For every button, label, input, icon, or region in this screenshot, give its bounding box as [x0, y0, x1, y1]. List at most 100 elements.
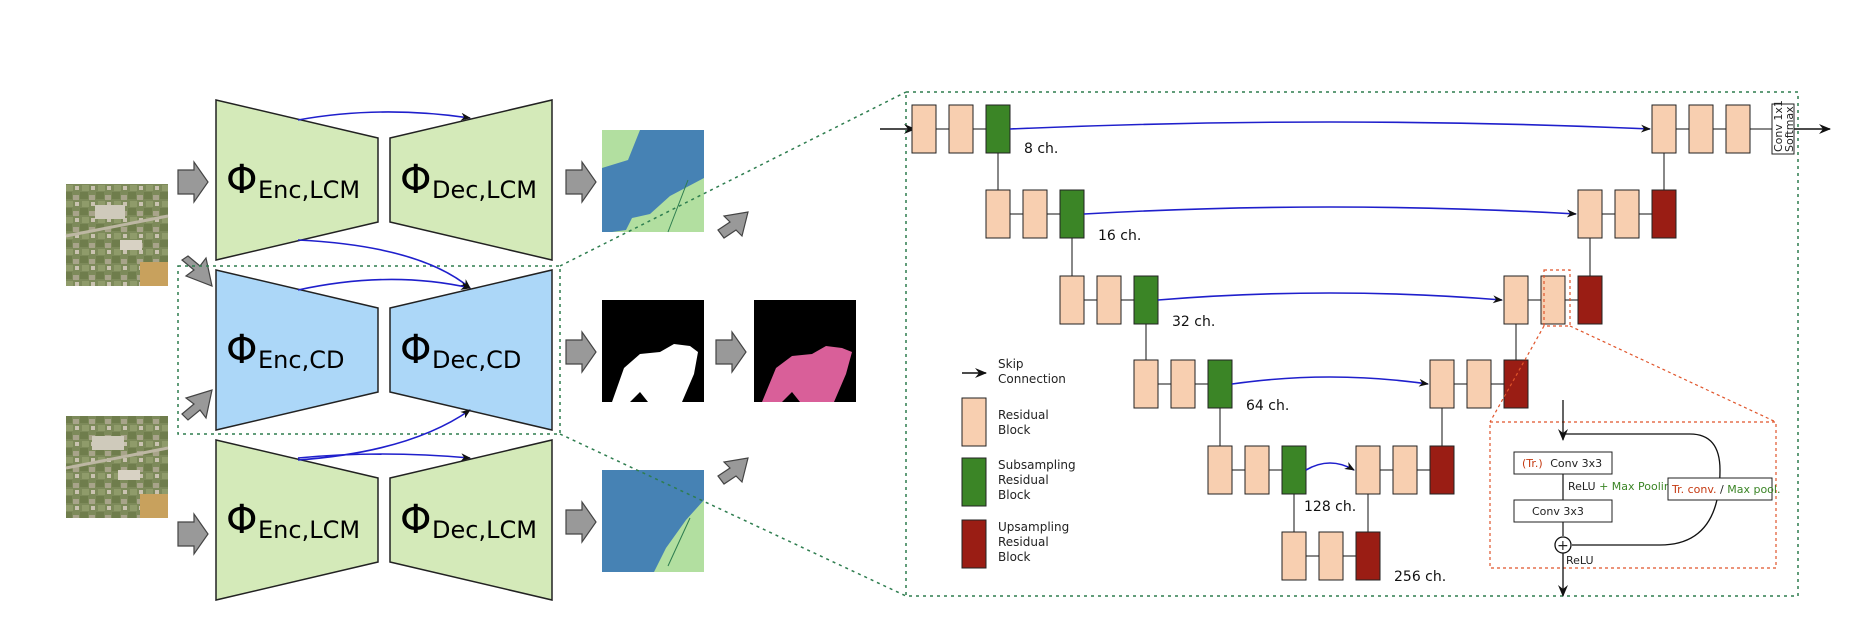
legend-up-1: Upsampling: [998, 520, 1069, 534]
enc-row-1-subsampling-block: [1059, 189, 1085, 239]
dec-row-2-residual-block: [1503, 275, 1529, 325]
input-arrow-mid-bottom: [181, 389, 213, 421]
dec-row-3-upsampling-block: [1503, 359, 1529, 409]
legend: Skip Connection Residual Block Subsampli…: [961, 357, 1076, 569]
dec-row-4-residual-block: [1355, 445, 1381, 495]
change-mask: [602, 300, 704, 402]
grey-arrows: [177, 160, 749, 556]
relu-bottom-label: ReLU: [1566, 554, 1594, 567]
legend-residual-1: Residual: [998, 408, 1049, 422]
channel-labels: 8 ch. 16 ch. 32 ch. 64 ch. 128 ch. 256 c…: [1024, 141, 1446, 585]
pool-label: + Max Pooling: [1599, 480, 1678, 493]
ch-label-32: 32 ch.: [1172, 314, 1215, 330]
svg-text:ReLU + Max Pooling: ReLU + Max Pooling: [1568, 480, 1678, 493]
output-arrow-mid: [565, 330, 597, 374]
svg-text:Tr. conv. / Max: Tr. conv. / Max pool.: [1671, 483, 1780, 496]
enc-row-2-residual-block: [1096, 275, 1122, 325]
input-arrow-mid-top: [180, 255, 213, 287]
legend-sub-1: Subsampling: [998, 458, 1076, 472]
dec-cd: Φ Dec,CD: [389, 269, 553, 431]
enc-row-3-subsampling-block: [1207, 359, 1233, 409]
legend-sub-2: Residual: [998, 473, 1049, 487]
legend-skip-2: Connection: [998, 372, 1066, 386]
conv1-box: [1513, 451, 1613, 475]
enc-row-3-residual-block: [1170, 359, 1196, 409]
lcm-map-top: [602, 130, 704, 233]
relu-label: ReLU: [1568, 480, 1596, 493]
shortcut-b: Max pool.: [1727, 483, 1780, 496]
diff-arrow-bottom: [717, 457, 749, 485]
enc-lcm-top-sub: Enc,LCM: [258, 176, 360, 204]
output-arrow-bottom: [565, 500, 597, 544]
ch-label-8: 8 ch.: [1024, 141, 1058, 157]
conv1-label: Conv 3x3: [1550, 457, 1602, 470]
enc-row-1-residual-block: [985, 189, 1011, 239]
dec-lcm-top: Φ Dec,LCM: [389, 99, 553, 261]
enc-row-0-residual-block: [911, 104, 937, 154]
dec-lcm-top-phi: Φ: [400, 157, 431, 203]
dec-cd-phi: Φ: [400, 327, 431, 373]
dec-row-3-residual-block: [1466, 359, 1492, 409]
enc-row-4-subsampling-block: [1281, 445, 1307, 495]
dec-row-0-residual-block: [1651, 104, 1677, 154]
dec-lcm-bottom-sub: Dec,LCM: [432, 516, 537, 544]
enc-row-0-residual-block: [948, 104, 974, 154]
change-mask-overlay: [754, 300, 856, 402]
enc-lcm-top: Φ Enc,LCM: [215, 99, 379, 261]
skip-connection-4: [1305, 462, 1355, 471]
mask-arrow: [715, 330, 747, 374]
legend-up-3: Block: [998, 550, 1031, 564]
aerial-image-t1: [65, 184, 169, 286]
dec-row-2-residual-block: [1540, 275, 1566, 325]
lcm-map-bottom: [602, 470, 704, 572]
unet-dotted-box: [905, 91, 1799, 597]
conv2-box: [1513, 499, 1613, 523]
ch-label-256: 256 ch.: [1394, 569, 1446, 585]
unet-blocks: [911, 104, 1772, 581]
dec-row-1-residual-block: [1577, 189, 1603, 239]
dec-row-3-residual-block: [1429, 359, 1455, 409]
ch-label-16: 16 ch.: [1098, 228, 1141, 244]
dec-lcm-bottom-phi: Φ: [400, 497, 431, 543]
output-arrow-top: [565, 160, 597, 204]
enc-row-2-subsampling-block: [1133, 275, 1159, 325]
shortcut-box: [1667, 477, 1773, 501]
dec-cd-sub: Dec,CD: [432, 346, 521, 374]
shortcut-sep: /: [1720, 483, 1727, 496]
legend-residual-2: Block: [998, 423, 1031, 437]
enc-cd-phi: Φ: [226, 327, 257, 373]
aerial-image-t2: [65, 416, 169, 518]
enc-row-2-residual-block: [1059, 275, 1085, 325]
enc-lcm-bottom-phi: Φ: [226, 497, 257, 543]
conv2-label: Conv 3x3: [1532, 505, 1584, 518]
enc-lcm-bottom-sub: Enc,LCM: [258, 516, 360, 544]
left-skip-connections: [297, 111, 471, 462]
skip-connection-0: [1009, 121, 1651, 133]
enc-row-1-residual-block: [1022, 189, 1048, 239]
skip-connection-2: [1157, 292, 1503, 304]
dec-row-1-residual-block: [1614, 189, 1640, 239]
legend-sub-3: Block: [998, 488, 1031, 502]
enc-lcm-top-phi: Φ: [226, 157, 257, 203]
dec-row-1-upsampling-block: [1651, 189, 1677, 239]
dec-lcm-top-sub: Dec,LCM: [432, 176, 537, 204]
conv1x1-label: Conv 1x1: [1772, 100, 1785, 152]
enc-cd: Φ Enc,CD: [215, 269, 379, 431]
svg-text:(Tr.) Conv 3x3: (Tr.) Conv 3x3: [1522, 457, 1602, 470]
shortcut-a: Tr. conv.: [1671, 483, 1717, 496]
cd-dotted-box: [177, 265, 561, 435]
dec-lcm-bottom: Φ Dec,LCM: [389, 439, 553, 601]
dec-row-4-upsampling-block: [1429, 445, 1455, 495]
dec-row-0-residual-block: [1725, 104, 1751, 154]
dec-row-0-residual-block: [1688, 104, 1714, 154]
enc-lcm-bottom: Φ Enc,LCM: [215, 439, 379, 601]
ch-label-64: 64 ch.: [1246, 398, 1289, 414]
dec-row-4-residual-block: [1392, 445, 1418, 495]
bottleneck-residual-block: [1318, 531, 1344, 581]
ch-label-128: 128 ch.: [1304, 499, 1356, 515]
add-node-plus: +: [1557, 538, 1569, 554]
input-arrow-bottom: [177, 512, 209, 556]
dec-row-2-upsampling-block: [1577, 275, 1603, 325]
legend-skip-1: Skip: [998, 357, 1024, 371]
